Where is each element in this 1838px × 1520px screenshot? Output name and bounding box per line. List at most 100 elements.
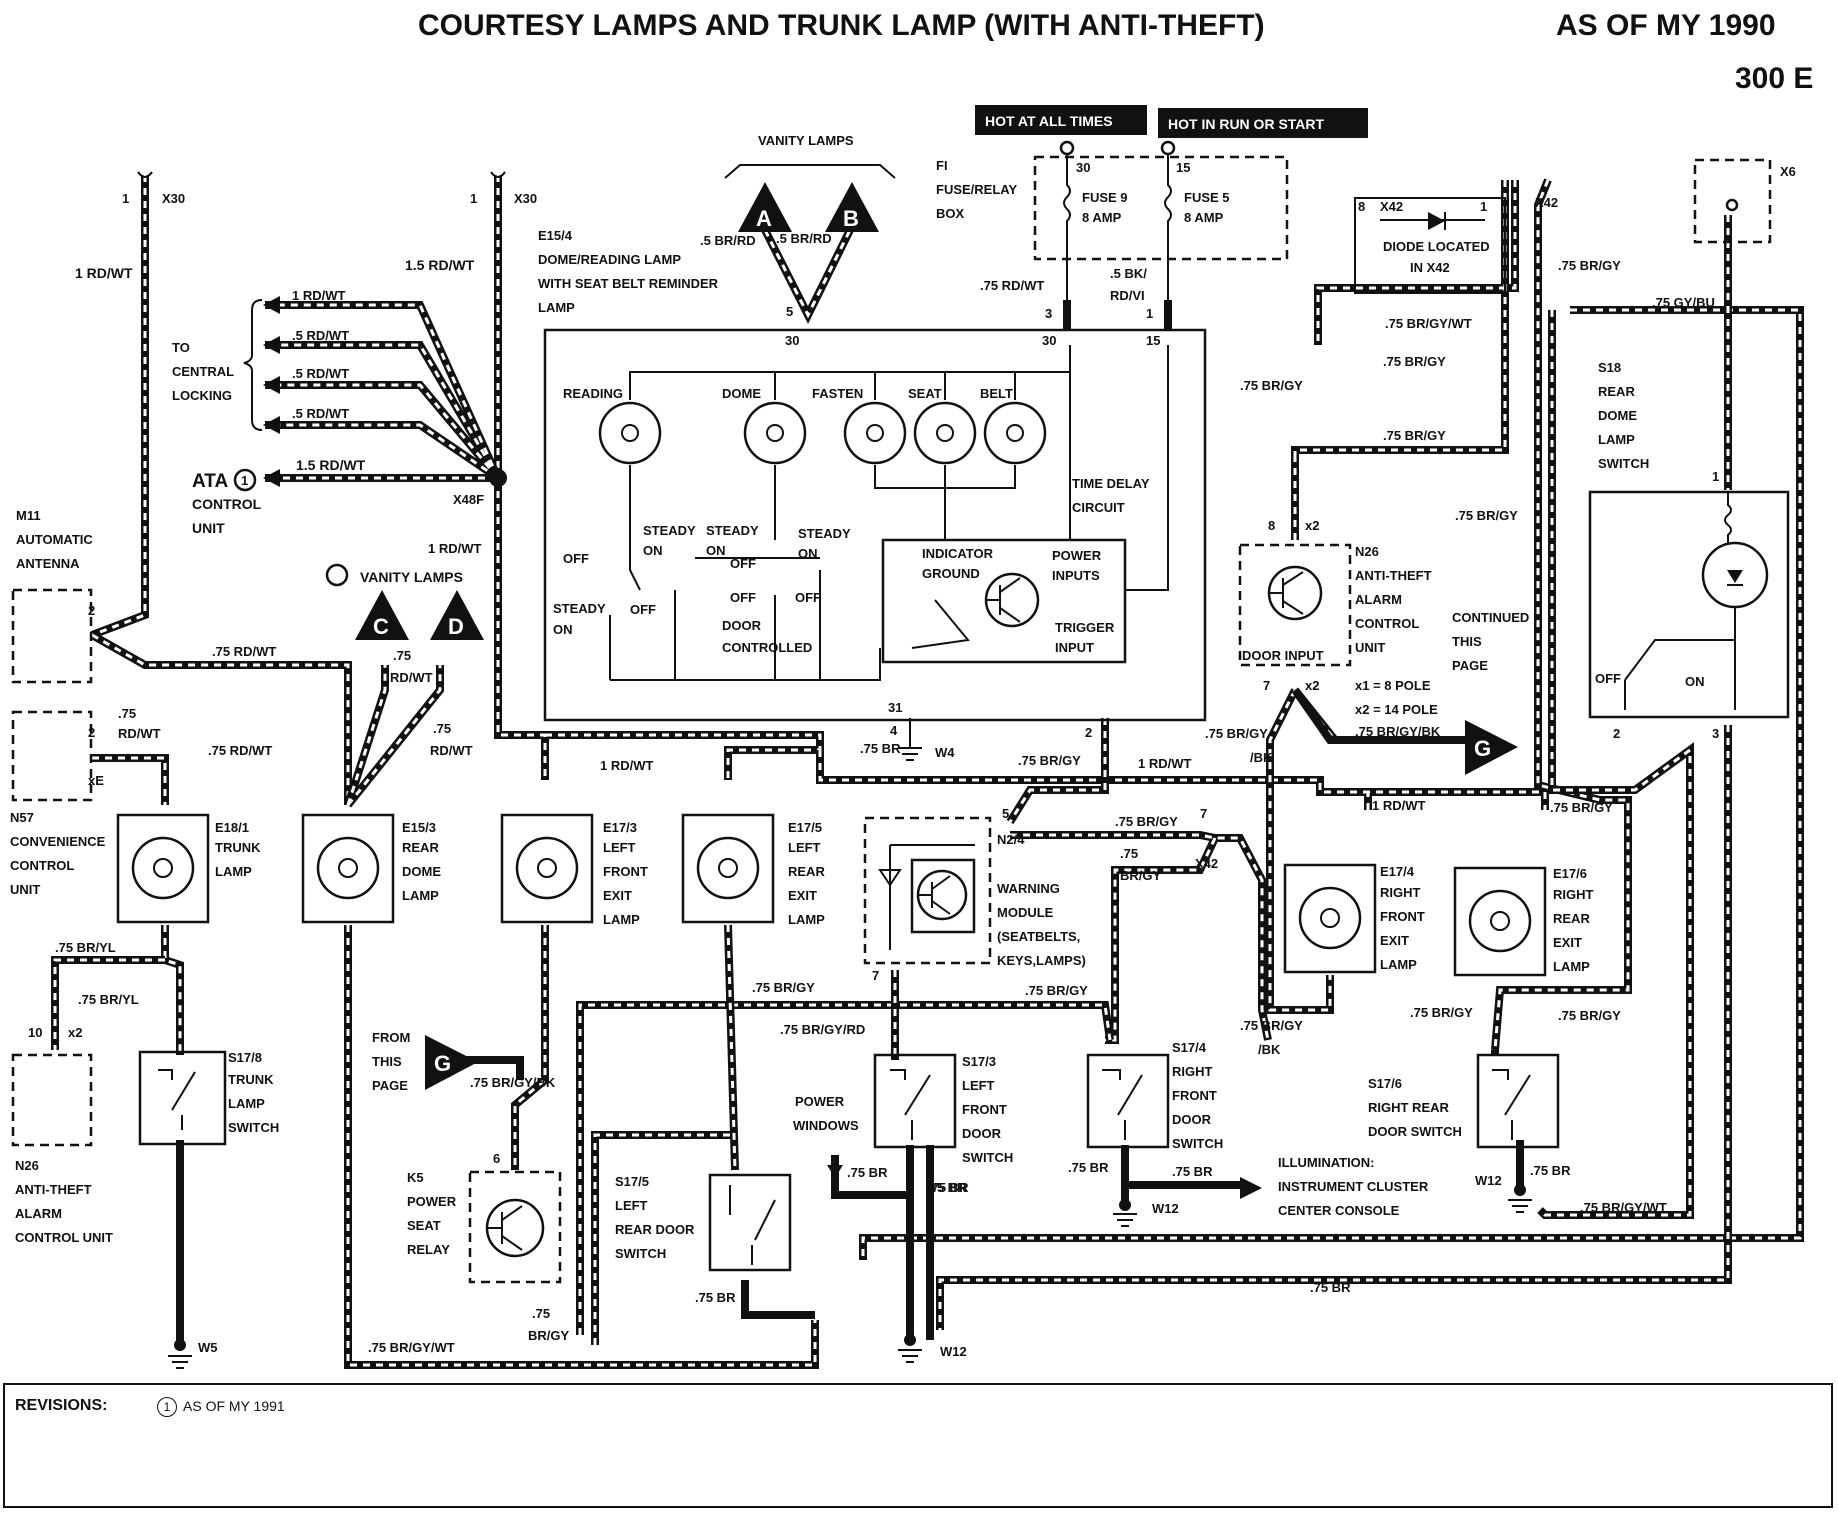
wire-label-fuse5-b: RD/VI xyxy=(1110,288,1145,303)
n26-left-x2: x2 xyxy=(68,1025,82,1040)
door-controlled-2: CONTROLLED xyxy=(722,640,812,655)
wire-label-05rdwt-b: .5 RD/WT xyxy=(292,366,349,381)
illumination-1: ILLUMINATION: xyxy=(1278,1155,1375,1170)
dome-pin-1: 1 xyxy=(1146,306,1153,321)
n2-4-warning-module xyxy=(863,816,992,965)
vanity-c-label: C xyxy=(373,614,389,639)
time-delay-module xyxy=(881,538,1127,664)
g-arrow-in xyxy=(425,1035,478,1090)
n2-4-label-2: WARNING xyxy=(997,881,1060,896)
e17-3-left-front-exit-lamp xyxy=(500,813,594,924)
svg-text:X30: X30 xyxy=(514,191,537,206)
central-locking-1: TO xyxy=(172,340,190,355)
x42-diode-label-b: X42 xyxy=(1535,195,1558,210)
fuse5-label: FUSE 5 xyxy=(1184,190,1230,205)
wire-label-brgy-h: .75 BR/GY xyxy=(1383,428,1446,443)
fuse-5-symbol xyxy=(1164,155,1172,300)
continued-1: CONTINUED xyxy=(1452,610,1529,625)
fasten-lamp xyxy=(843,401,907,465)
wire-label-bryl-b: .75 BR/YL xyxy=(78,992,139,1007)
wire-label-brgy-f: .75 BR/GY xyxy=(1558,1008,1621,1023)
n26-left-label-2: ANTI-THEFT xyxy=(15,1182,92,1197)
wire-label-br-s173: .75 BR xyxy=(928,1180,969,1195)
hot-in-run-box xyxy=(1158,108,1368,138)
n26-right-label-2: ANTI-THEFT xyxy=(1355,568,1432,583)
wire-label-n57-b: RD/WT xyxy=(118,726,161,741)
e17-4-label-2: RIGHT xyxy=(1380,885,1421,900)
fuse-box-label-3: BOX xyxy=(936,206,965,221)
e17-3-label-1: E17/3 xyxy=(603,820,637,835)
dome-internal-wiring-2 xyxy=(629,465,1016,591)
e15-4-label-2: DOME/READING LAMP xyxy=(538,252,681,267)
fuse-relay-box xyxy=(1033,155,1289,261)
vanity-d-triangle xyxy=(430,590,484,640)
s17-5-label-3: REAR DOOR xyxy=(615,1222,695,1237)
svg-text:1: 1 xyxy=(470,191,477,206)
m11-label-1: M11 xyxy=(16,508,41,523)
fuse9-rating: 8 AMP xyxy=(1082,210,1122,225)
e15-3-label-1: E15/3 xyxy=(402,820,436,835)
ground-w12-a-label: W12 xyxy=(1152,1201,1179,1216)
wire-label-br-s175: .75 BR xyxy=(695,1290,736,1305)
wire-label-br-s176: .75 BR xyxy=(1530,1163,1571,1178)
e17-3-label-5: LAMP xyxy=(603,912,640,927)
ground-w5-label: W5 xyxy=(198,1340,218,1355)
ata-label-2: CONTROL xyxy=(192,496,262,512)
n26-x2-bottom: x2 xyxy=(1305,678,1319,693)
label-dome: DOME xyxy=(722,386,761,401)
ata-label-3: UNIT xyxy=(192,520,225,536)
wire-label-brgy-x42: BR/GY xyxy=(1120,868,1162,883)
dome-pin-31: 31 xyxy=(888,700,902,715)
x6-label: X6 xyxy=(1780,164,1796,179)
s18-off: OFF xyxy=(1595,671,1621,686)
wire-label-bryl-a: .75 BR/YL xyxy=(55,940,116,955)
x42-pin-1: 1 xyxy=(1480,199,1487,214)
s17-8-label-3: LAMP xyxy=(228,1096,265,1111)
k5-pin: 6 xyxy=(493,1151,500,1166)
n57-label-3: CONTROL xyxy=(10,858,74,873)
x42-pin-8: 8 xyxy=(1358,199,1365,214)
s18-rear-dome-switch xyxy=(1588,490,1790,719)
n2-4-transistor-icon xyxy=(878,844,976,950)
s17-8-label-2: TRUNK xyxy=(228,1072,274,1087)
e15-3-label-3: DOME xyxy=(402,864,441,879)
wire-label-brgy-c: .75 BR/GY xyxy=(752,980,815,995)
label-on-4: ON xyxy=(553,622,573,637)
diagram-title: COURTESY LAMPS AND TRUNK LAMP (WITH ANTI… xyxy=(418,9,1265,42)
n2-4-pin-5: 5 xyxy=(1002,806,1009,821)
s17-4-label-3: FRONT xyxy=(1172,1088,1217,1103)
m11-pin: 2 xyxy=(88,603,95,618)
e17-5-label-3: REAR xyxy=(788,864,825,879)
s17-4-label-1: S17/4 xyxy=(1172,1040,1207,1055)
label-on-1: ON xyxy=(643,543,663,558)
s17-8-label-1: S17/8 xyxy=(228,1050,262,1065)
wire-label-brgybk-c: .75 BR/GY xyxy=(1240,1018,1303,1033)
wires xyxy=(51,175,1804,1369)
s18-pin-2: 2 xyxy=(1613,726,1620,741)
x42-diode-label-a: X42 xyxy=(1380,199,1403,214)
x6-terminal xyxy=(1725,198,1739,212)
k5-label-1: K5 xyxy=(407,1170,424,1185)
e17-5-label-2: LEFT xyxy=(788,840,821,855)
x48f-splice xyxy=(489,469,507,487)
wire-label-1rdwt-c: 1 RD/WT xyxy=(600,758,654,773)
e17-4-label-1: E17/4 xyxy=(1380,864,1415,879)
s17-8-trunk-lamp-switch xyxy=(138,1050,227,1146)
ata-note-circle xyxy=(233,468,257,492)
s18-on: ON xyxy=(1685,674,1705,689)
n57-pin: 2 xyxy=(88,725,95,740)
indicator-1: INDICATOR xyxy=(922,546,994,561)
label-off-2: OFF xyxy=(630,602,656,617)
e17-6-right-rear-exit-lamp xyxy=(1453,866,1547,977)
fuse-term30-label: 30 xyxy=(1076,160,1090,175)
wire-label-brgybk-f: /BK xyxy=(1250,750,1273,765)
e17-4-label-3: FRONT xyxy=(1380,909,1425,924)
s17-3-label-2: LEFT xyxy=(962,1078,995,1093)
e17-5-label-5: LAMP xyxy=(788,912,825,927)
label-belt: BELT xyxy=(980,386,1013,401)
n2-4-label-4: (SEATBELTS, xyxy=(997,929,1080,944)
s17-3-label-3: FRONT xyxy=(962,1102,1007,1117)
wire-label-fuse9: .75 RD/WT xyxy=(980,278,1044,293)
e17-3-label-4: EXIT xyxy=(603,888,632,903)
wire-label-br-bottom: .75 BR xyxy=(1310,1280,1351,1295)
